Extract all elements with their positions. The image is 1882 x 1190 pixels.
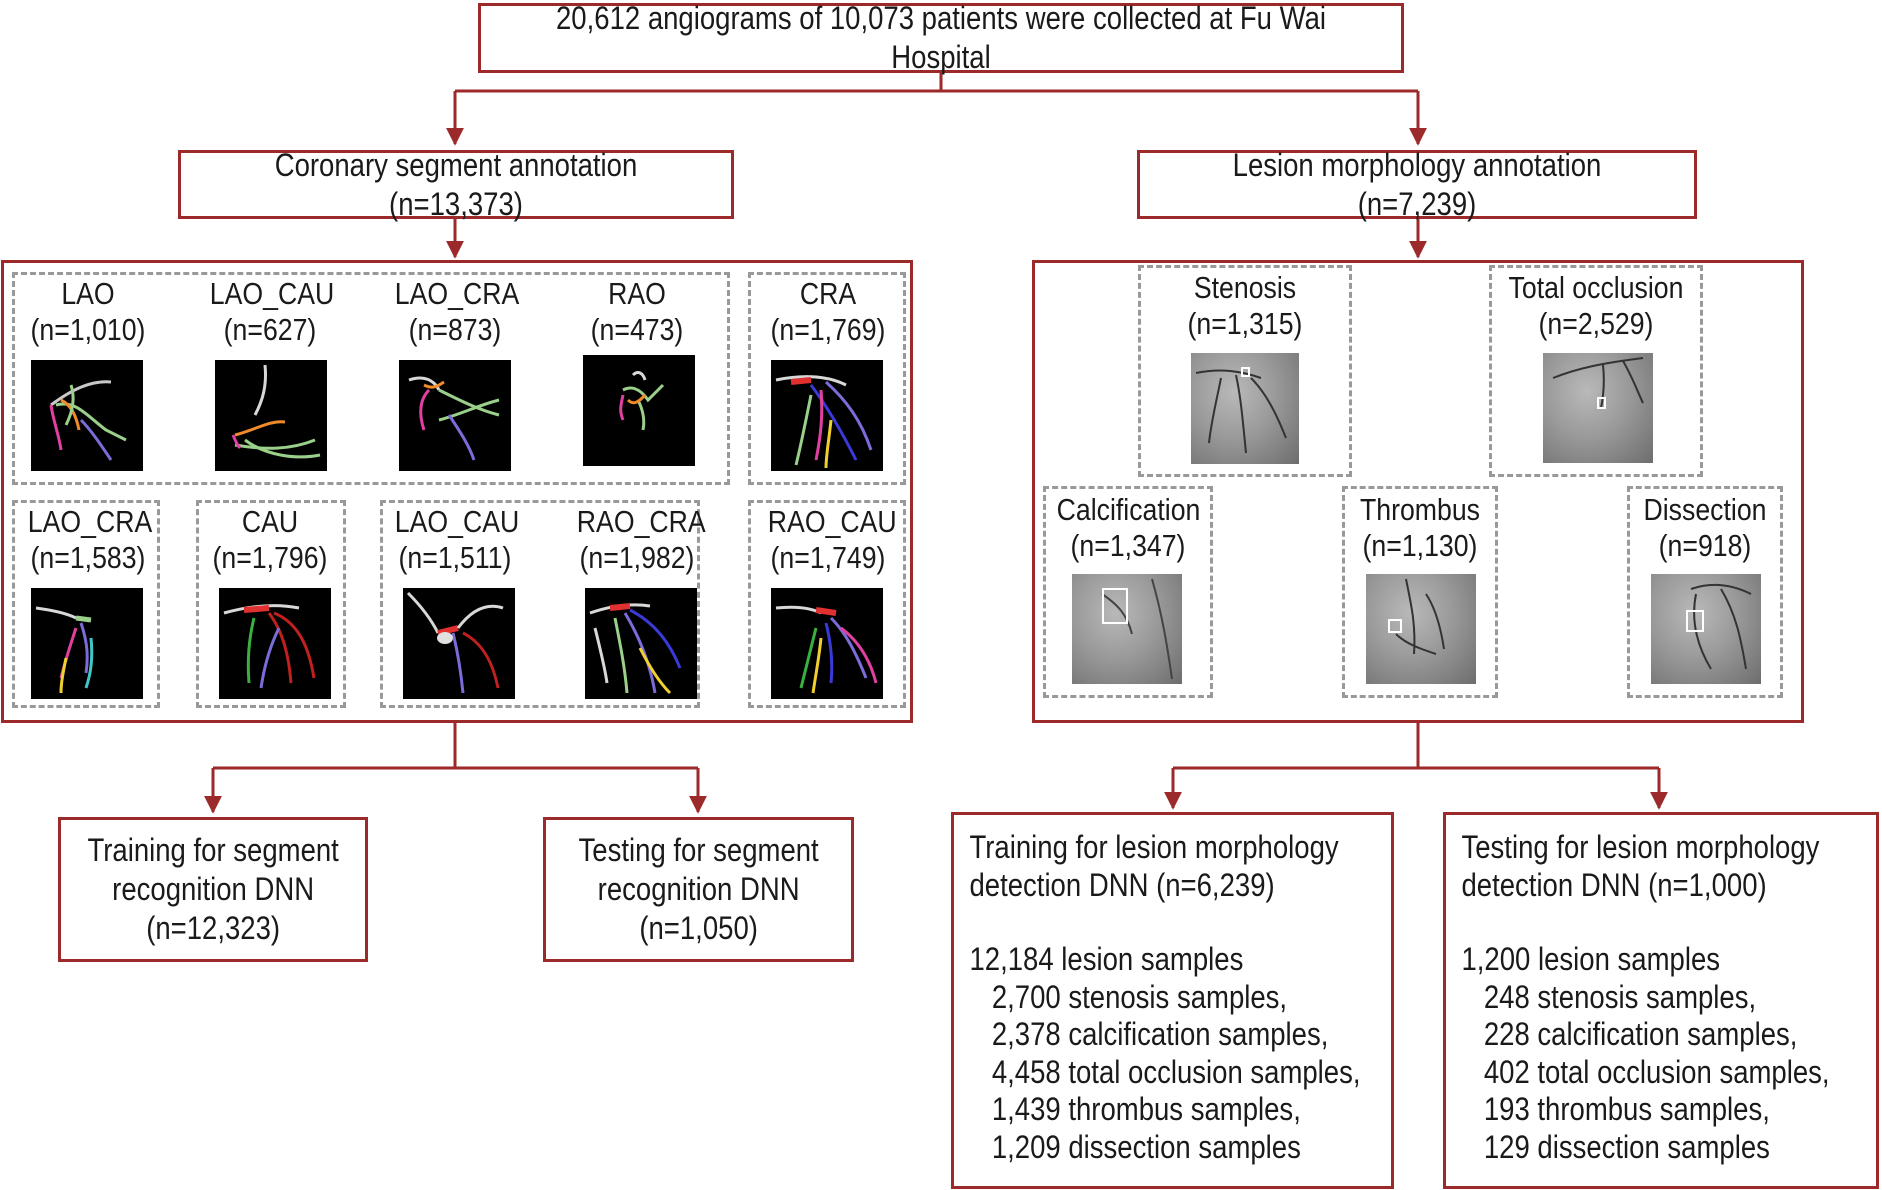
source-text: 20,612 angiograms of 10,073 patients wer… — [556, 0, 1326, 75]
lesion-label: Dissection(n=918) — [1643, 492, 1767, 563]
angiogram-thumbnail — [771, 360, 883, 471]
angiogram-thumbnail — [585, 588, 697, 699]
view-label: CRA(n=1,769) — [770, 276, 886, 347]
lesion-group-calcification — [1043, 486, 1213, 698]
lesion-group-thrombus — [1342, 486, 1498, 698]
angiogram-thumbnail — [583, 355, 695, 466]
lesion-roi-box — [1102, 588, 1128, 624]
view-label: RAO_CRA(n=1,982) — [576, 504, 706, 575]
view-label: LAO_CAU(n=1,511) — [394, 504, 520, 575]
stenosis-angiogram — [1191, 353, 1299, 464]
angiogram-thumbnail — [403, 588, 515, 699]
lesion-training-text: Training for lesion morphology detection… — [969, 829, 1361, 1165]
dissection-angiogram — [1651, 574, 1761, 684]
lesion-label: Thrombus(n=1,130) — [1359, 492, 1480, 563]
view-label: RAO(n=473) — [590, 276, 684, 347]
lesion-roi-box — [1597, 397, 1606, 409]
lesion-testing-box: Testing for lesion morphology detection … — [1443, 812, 1879, 1189]
calcification-angiogram — [1072, 574, 1182, 684]
lesion-group-stenosis — [1138, 265, 1352, 477]
angiogram-thumbnail — [219, 588, 331, 699]
views-group-mid — [380, 500, 700, 708]
source-box: 20,612 angiograms of 10,073 patients wer… — [478, 0, 1404, 75]
angiogram-thumbnail — [31, 360, 143, 471]
view-label: LAO_CRA(n=1,583) — [27, 504, 153, 575]
views-group-cau — [196, 500, 346, 708]
view-label: RAO_CAU(n=1,749) — [767, 504, 897, 575]
lesion-label: Stenosis(n=1,315) — [1187, 270, 1303, 341]
views-group-rao-cau — [748, 500, 906, 708]
lesion-roi-box — [1388, 619, 1402, 633]
lesion-annotation-box: Lesion morphology annotation (n=7,239) — [1137, 147, 1697, 222]
angiogram-thumbnail — [31, 588, 143, 699]
segment-annotation-title: Coronary segment annotation (n=13,373) — [274, 146, 638, 222]
lesion-group-total-occlusion — [1489, 265, 1703, 477]
view-label: CAU(n=1,796) — [212, 504, 328, 575]
view-label: LAO_CAU(n=627) — [209, 276, 335, 347]
views-group-top-left — [12, 272, 730, 485]
view-label: LAO(n=1,010) — [30, 276, 146, 347]
lesion-testing-text: Testing for lesion morphology detection … — [1461, 829, 1830, 1165]
lesion-label: Calcification(n=1,347) — [1056, 492, 1201, 563]
views-group-cra — [748, 272, 906, 485]
lesion-annotation-title: Lesion morphology annotation (n=7,239) — [1232, 146, 1602, 222]
angiogram-thumbnail — [771, 588, 883, 699]
lesion-training-box: Training for lesion morphology detection… — [951, 812, 1394, 1189]
lesion-roi-box — [1241, 367, 1250, 377]
angiogram-thumbnail — [399, 360, 511, 471]
angiogram-thumbnail — [215, 360, 327, 471]
lesion-group-dissection — [1627, 486, 1783, 698]
view-label: LAO_CRA(n=873) — [394, 276, 520, 347]
lesion-roi-box — [1686, 610, 1704, 632]
lesion-label: Total occlusion(n=2,529) — [1508, 270, 1684, 341]
views-group-lao-cra — [12, 500, 160, 708]
segment-annotation-box: Coronary segment annotation (n=13,373) — [178, 147, 734, 222]
thrombus-angiogram — [1366, 574, 1476, 684]
total-occlusion-angiogram — [1543, 353, 1653, 463]
